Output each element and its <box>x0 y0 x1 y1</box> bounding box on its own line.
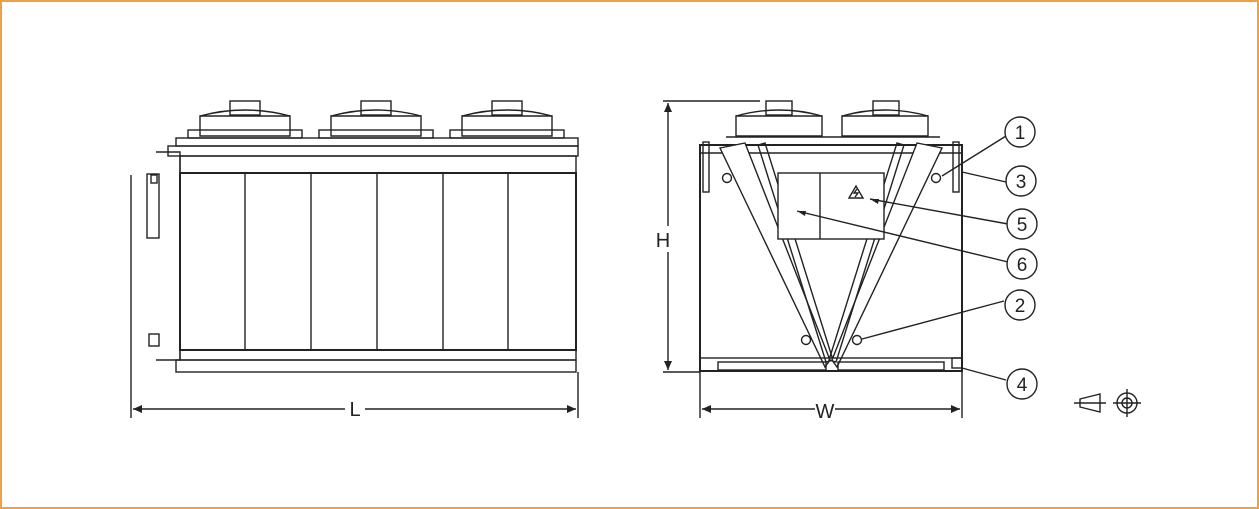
connection-top-left <box>721 172 733 184</box>
width-label: W <box>816 401 835 423</box>
callout-3: 3 <box>1005 165 1037 197</box>
side-view <box>130 100 579 418</box>
height-label: H <box>656 230 670 252</box>
svg-text:5: 5 <box>1017 215 1028 236</box>
svg-text:4: 4 <box>1017 375 1028 396</box>
callout-5: 5 <box>1006 208 1038 240</box>
svg-text:2: 2 <box>1015 296 1026 317</box>
fan-3 <box>449 100 565 139</box>
end-fan-1 <box>735 100 823 137</box>
fan-2 <box>318 100 434 139</box>
end-view <box>663 100 1009 418</box>
callout-2: 2 <box>1004 289 1036 321</box>
connection-bottom-right <box>851 334 863 346</box>
fan-1 <box>187 100 303 139</box>
connection-bottom-left <box>800 334 812 346</box>
callout-6: 6 <box>1006 248 1038 280</box>
callout-1: 1 <box>1004 116 1036 148</box>
callout-4: 4 <box>1006 368 1038 400</box>
connection-top-right <box>930 172 942 184</box>
svg-text:3: 3 <box>1016 172 1027 193</box>
svg-text:6: 6 <box>1017 255 1028 276</box>
high-voltage-warning-icon <box>847 184 865 199</box>
third-angle-projection-icon <box>1074 389 1141 417</box>
length-label: L <box>349 399 360 421</box>
svg-text:1: 1 <box>1015 123 1026 144</box>
end-fan-2 <box>841 100 929 137</box>
